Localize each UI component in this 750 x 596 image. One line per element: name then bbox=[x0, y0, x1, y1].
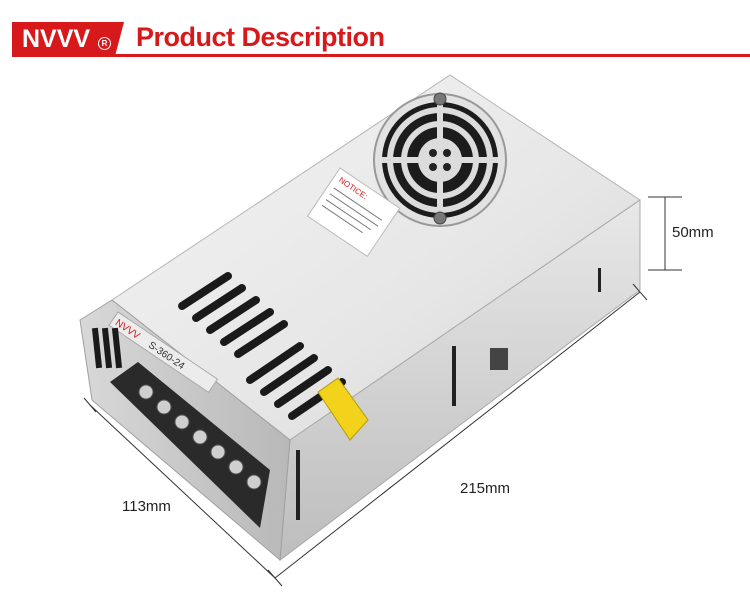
brand-logo-text: NVVV bbox=[22, 25, 91, 53]
front-vents bbox=[91, 327, 123, 369]
height-dimension-label: 50mm bbox=[672, 224, 714, 241]
header: NVVV R Product Description bbox=[0, 0, 750, 70]
terminal-block-icon bbox=[110, 362, 270, 528]
width-dimension-line bbox=[83, 397, 276, 579]
header-divider bbox=[12, 54, 750, 57]
fan-icon bbox=[373, 93, 507, 227]
screw-icon bbox=[433, 211, 447, 225]
warranty-sticker bbox=[317, 377, 369, 441]
height-dimension-line bbox=[648, 196, 682, 271]
side-switch bbox=[490, 348, 508, 370]
page-title: Product Description bbox=[136, 22, 385, 52]
screw-icon bbox=[433, 92, 447, 106]
length-dimension-label: 215mm bbox=[460, 480, 511, 497]
registered-mark-icon: R bbox=[98, 37, 111, 50]
top-vents bbox=[178, 272, 346, 420]
side-vents bbox=[296, 268, 601, 520]
width-dimension-label: 113mm bbox=[122, 498, 171, 515]
